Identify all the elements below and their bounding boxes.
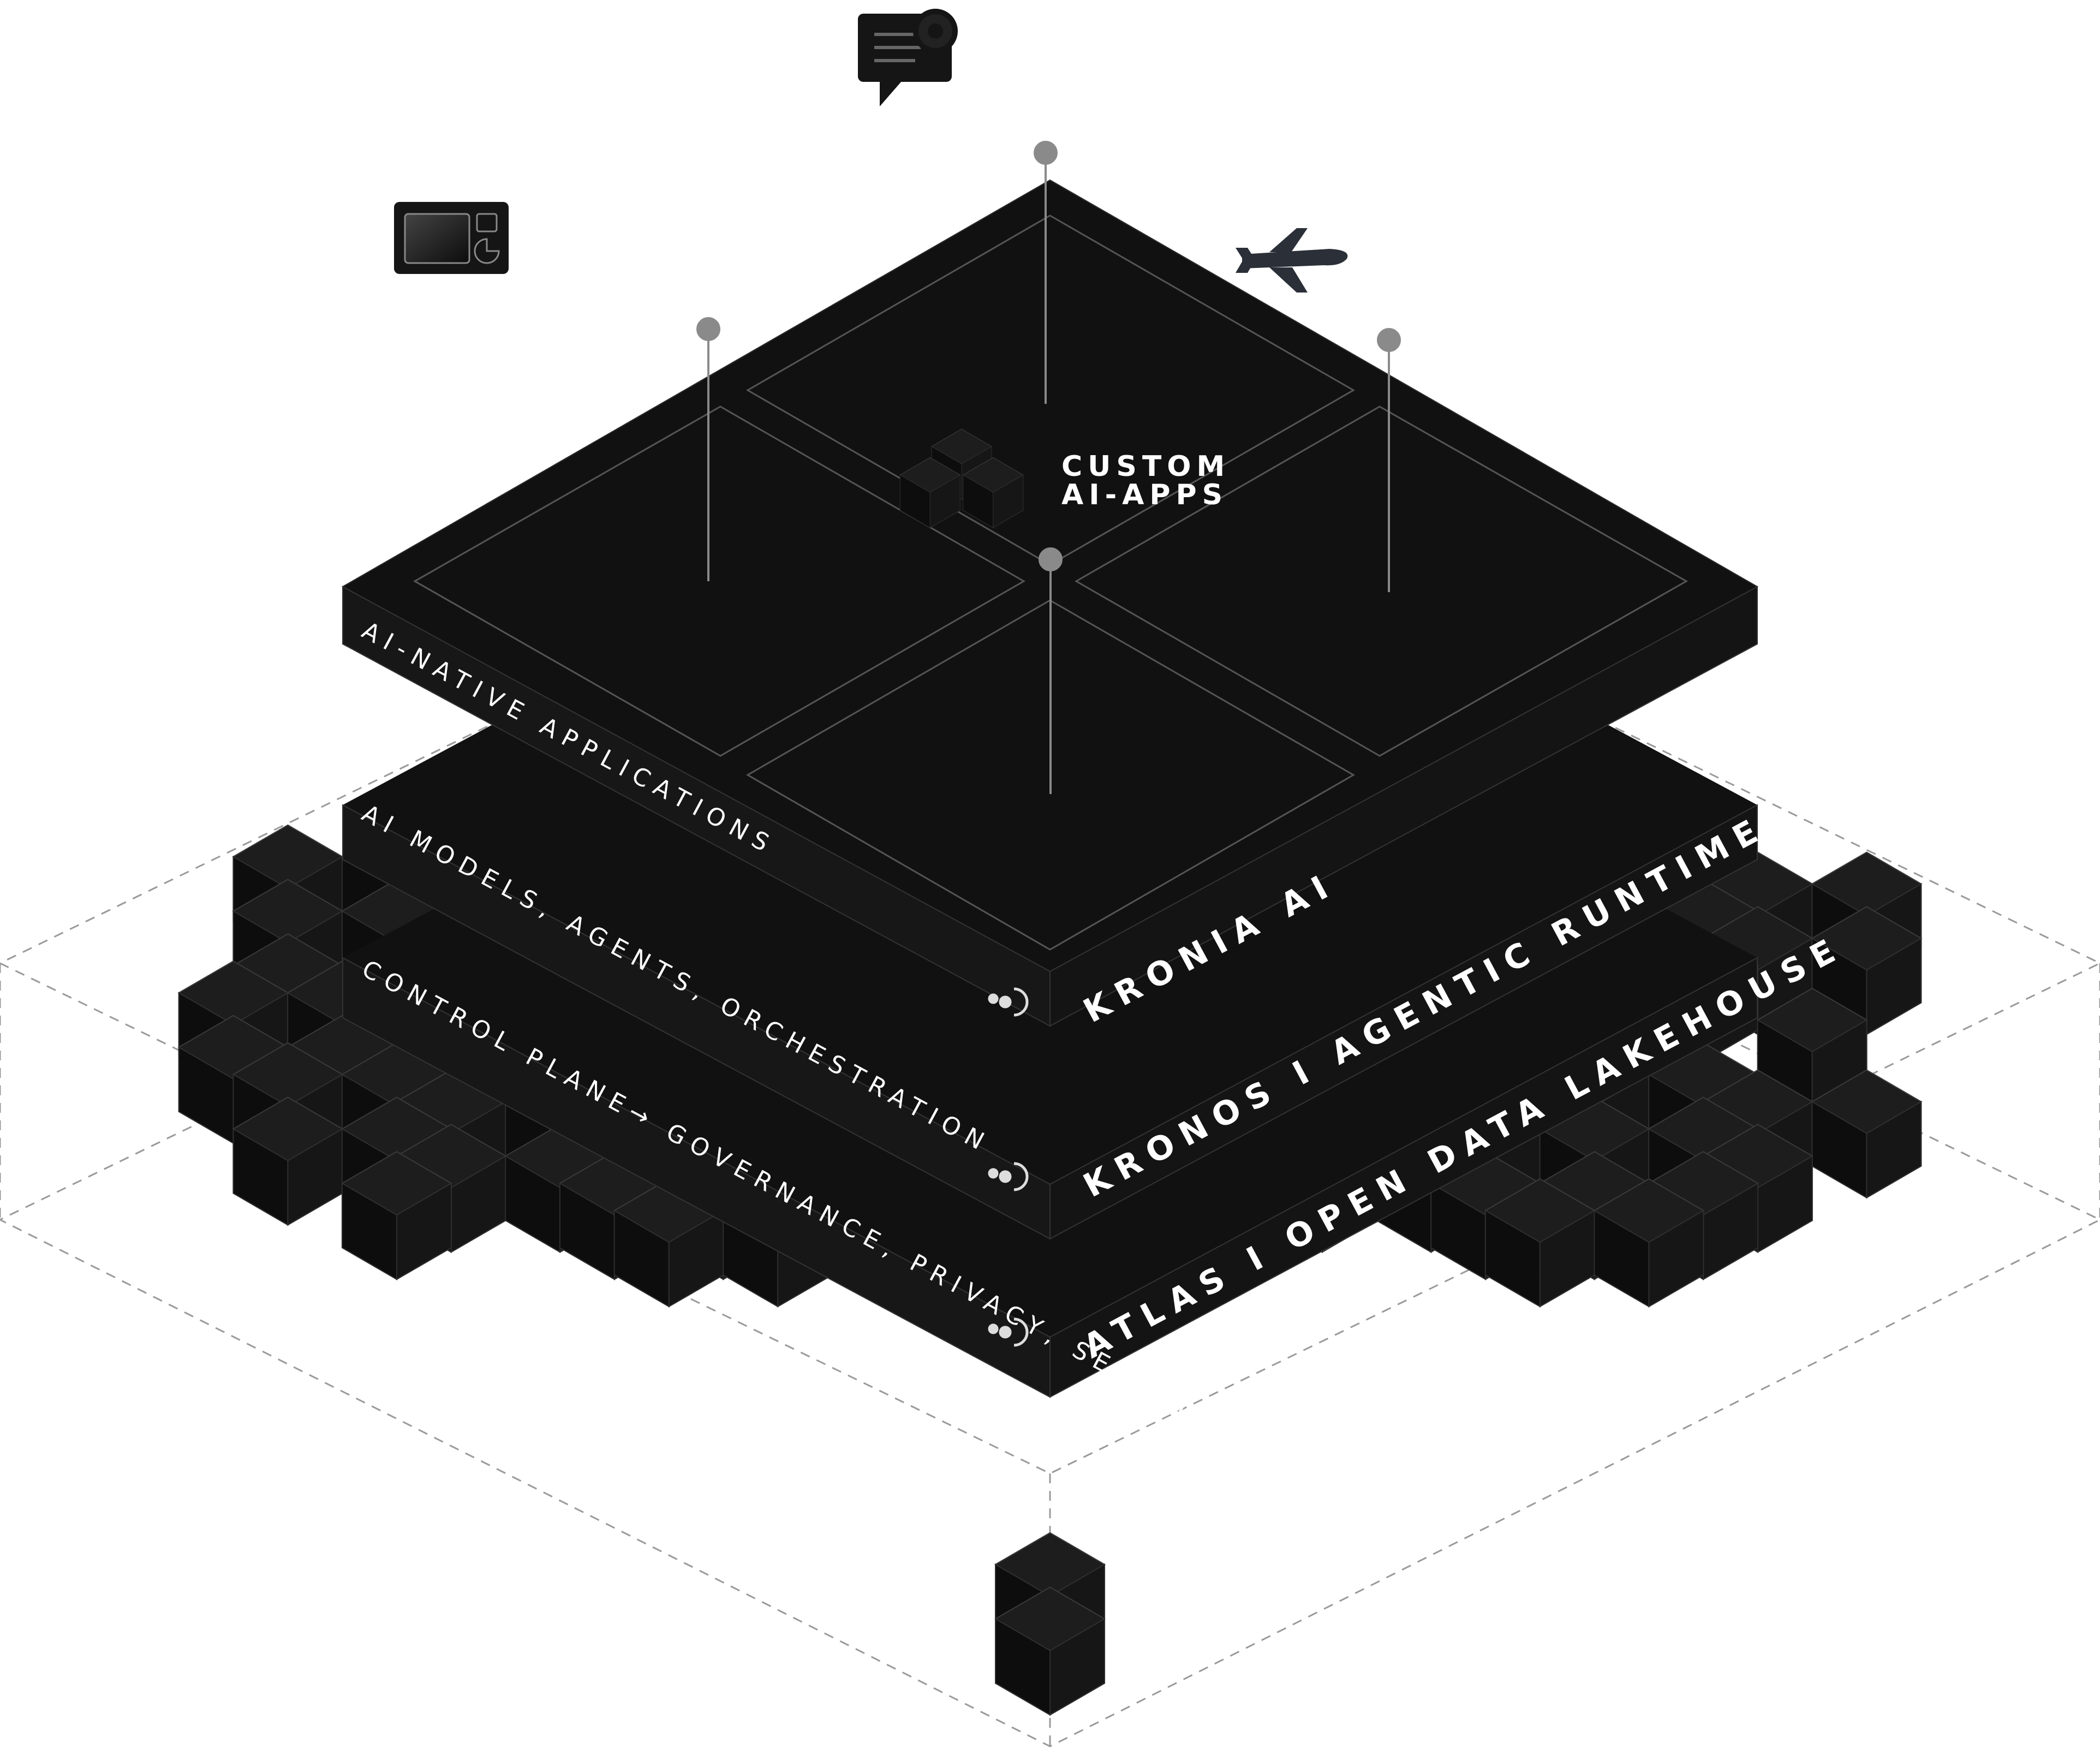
pins xyxy=(696,141,1401,794)
chat-gear-icon xyxy=(858,9,958,106)
center-label: CUSTOM AI-APPS xyxy=(1061,450,1230,511)
center-line-2: AI-APPS xyxy=(1061,479,1228,511)
dashboard-icon xyxy=(394,202,509,274)
center-line-1: CUSTOM xyxy=(1061,450,1230,483)
logo-mark-icon xyxy=(988,987,1029,1347)
airplane-icon xyxy=(1236,228,1348,293)
